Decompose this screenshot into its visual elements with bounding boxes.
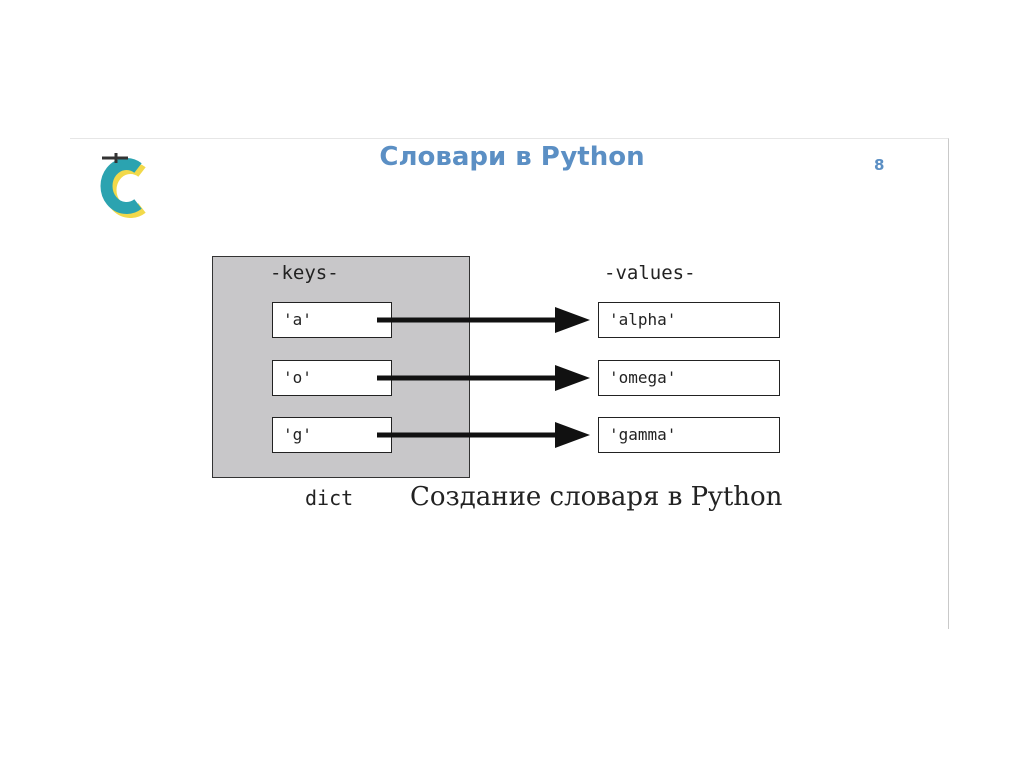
value-cell-alpha: 'alpha'	[598, 302, 780, 338]
key-cell-o: 'o'	[272, 360, 392, 396]
arrowhead-g	[555, 422, 590, 448]
arrowhead-o	[555, 365, 590, 391]
logo-icon	[100, 153, 146, 218]
diagram-caption: Создание словаря в Python	[410, 482, 783, 512]
key-cell-g: 'g'	[272, 417, 392, 453]
value-cell-gamma: 'gamma'	[598, 417, 780, 453]
values-label: -values-	[604, 262, 696, 284]
keys-label: -keys-	[270, 262, 339, 284]
key-cell-a: 'a'	[272, 302, 392, 338]
value-cell-omega: 'omega'	[598, 360, 780, 396]
page-title: Словари в Python	[379, 142, 645, 172]
dict-label: dict	[305, 486, 354, 510]
arrowhead-a	[555, 307, 590, 333]
page-number: 8	[874, 156, 885, 174]
